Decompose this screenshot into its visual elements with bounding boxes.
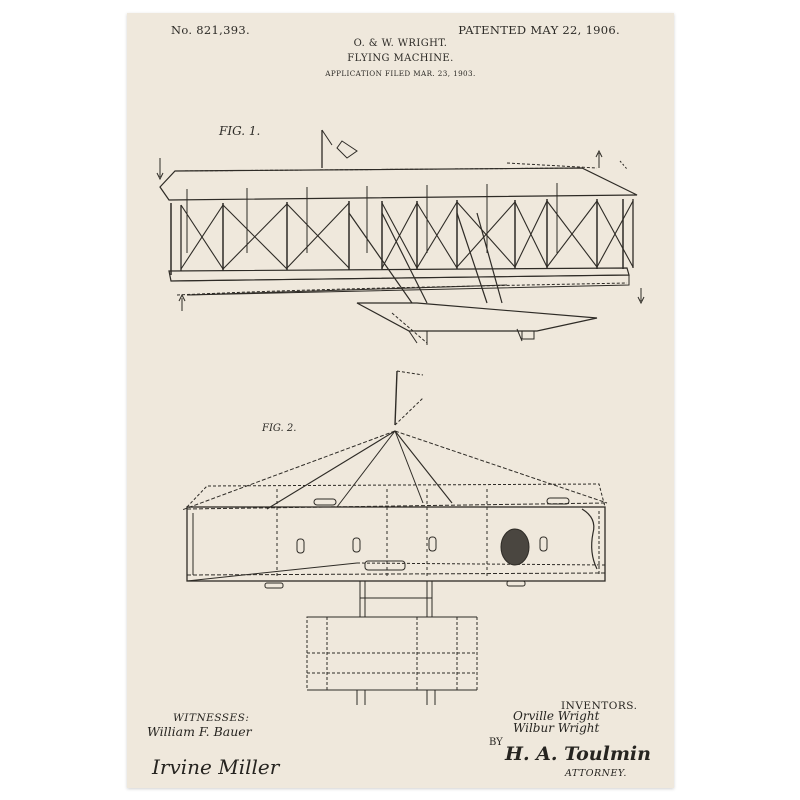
inventor-signature-2: Wilbur Wright bbox=[513, 721, 600, 735]
inventors-heading: O. & W. WRIGHT. bbox=[353, 38, 448, 49]
patent-number: No. 821,393. bbox=[171, 23, 250, 37]
fig1-drawing bbox=[156, 129, 645, 345]
witnesses-label: WITNESSES: bbox=[173, 712, 250, 724]
patent-sheet: No. 821,393. PATENTED MAY 22, 1906. O. &… bbox=[127, 13, 674, 788]
patent-date: PATENTED MAY 22, 1906. bbox=[458, 23, 620, 37]
patent-title: FLYING MACHINE. bbox=[347, 53, 454, 64]
attorney-label: ATTORNEY. bbox=[565, 768, 627, 779]
witness-signature-1: William F. Bauer bbox=[147, 724, 252, 739]
fig1-label: FIG. 1. bbox=[218, 124, 260, 138]
application-date: APPLICATION FILED MAR. 23, 1903. bbox=[325, 69, 476, 78]
fig2-label: FIG. 2. bbox=[261, 423, 296, 434]
witness-signature-2: Irvine Miller bbox=[152, 755, 280, 779]
inventor-signature-1: Orville Wright bbox=[513, 709, 600, 723]
fig2-drawing bbox=[181, 370, 608, 705]
attorney-signature: H. A. Toulmin bbox=[505, 743, 651, 765]
inventors-label: INVENTORS. bbox=[561, 700, 638, 712]
by-label: BY bbox=[489, 737, 503, 748]
patent-drawing: FIG. 1. FIG. 2. bbox=[156, 124, 645, 705]
